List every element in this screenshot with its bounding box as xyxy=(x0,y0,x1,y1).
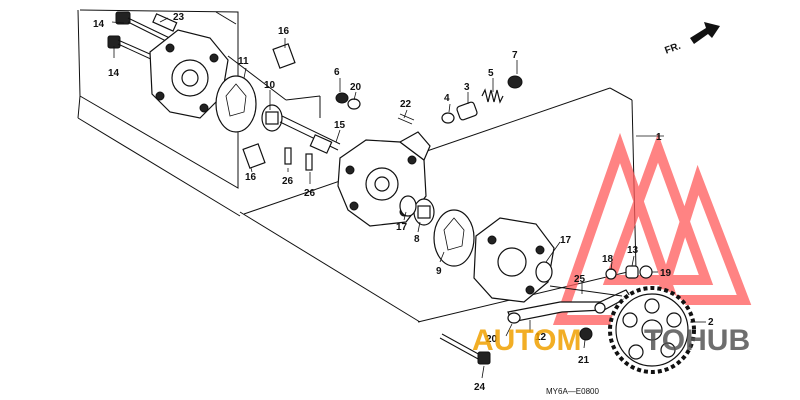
inner-rotor xyxy=(261,104,283,132)
thrust-washer-right xyxy=(535,261,553,283)
washer-20-lower xyxy=(507,312,521,324)
direction-arrow-icon xyxy=(690,22,720,44)
leader-lines xyxy=(111,17,706,379)
o-ring-19 xyxy=(639,265,653,279)
inner-rotor-right xyxy=(413,198,435,226)
callout-26-left: 26 xyxy=(282,176,294,187)
callout-14-lower: 14 xyxy=(108,68,120,79)
callout-2: 2 xyxy=(708,317,714,328)
plug-bolt xyxy=(335,92,349,104)
callout-7: 7 xyxy=(512,50,518,61)
watermark-text-right: TOHUB xyxy=(644,324,750,357)
callout-12: 12 xyxy=(535,332,547,343)
callout-23: 23 xyxy=(173,12,185,23)
washer-upper xyxy=(347,98,361,110)
callout-26-right: 26 xyxy=(304,188,316,199)
relief-valve-piston xyxy=(456,101,478,121)
callout-10: 10 xyxy=(264,80,276,91)
callout-17-left: 17 xyxy=(396,222,408,233)
callout-9: 9 xyxy=(436,266,442,277)
diagram-code: MY6A—E0800 xyxy=(546,387,599,396)
callout-16-upper: 16 xyxy=(278,26,290,37)
relief-o-ring xyxy=(441,112,455,124)
callout-17-right: 17 xyxy=(560,235,572,246)
callout-20-upper: 20 xyxy=(350,82,362,93)
callout-13: 13 xyxy=(627,245,639,256)
pump-cover-right xyxy=(473,217,555,303)
pin-left xyxy=(284,147,292,165)
callout-1: 1 xyxy=(656,132,662,143)
callout-20-lower: 20 xyxy=(486,334,498,345)
callout-labels: 14 14 23 16 11 10 6 20 22 4 3 5 7 15 1 1… xyxy=(93,12,714,393)
dowel-collar-lower xyxy=(242,143,266,169)
callout-22: 22 xyxy=(400,99,412,110)
pump-shaft xyxy=(279,115,341,154)
long-bolt xyxy=(439,333,491,365)
sprocket-bolt xyxy=(579,327,593,341)
front-direction-indicator: FR. xyxy=(663,22,720,57)
drive-sprocket xyxy=(608,286,696,374)
pin-right xyxy=(305,153,313,171)
direction-label: FR. xyxy=(663,41,682,57)
thrust-washer-left xyxy=(399,195,417,217)
callout-18: 18 xyxy=(602,254,614,265)
callout-4: 4 xyxy=(444,93,450,104)
relief-valve-parts xyxy=(335,75,523,125)
washer-18 xyxy=(605,268,617,280)
callout-15: 15 xyxy=(334,120,346,131)
callout-16-lower: 16 xyxy=(245,172,257,183)
dowel-collar-upper xyxy=(272,43,296,69)
callout-25: 25 xyxy=(574,274,586,285)
watermark-text-left: AUTOM xyxy=(472,324,581,357)
callout-3: 3 xyxy=(464,82,470,93)
callout-11: 11 xyxy=(238,56,249,67)
callout-8-lower: 8 xyxy=(414,234,420,245)
outer-rotor xyxy=(215,75,257,133)
relief-valve-cap xyxy=(507,75,523,89)
relief-spring xyxy=(481,88,504,104)
callout-6: 6 xyxy=(334,67,340,78)
pump-cover xyxy=(149,29,229,119)
callout-5: 5 xyxy=(488,68,494,79)
callout-14-upper: 14 xyxy=(93,19,105,30)
outer-rotor-right xyxy=(433,209,475,267)
callout-24: 24 xyxy=(474,382,486,393)
callout-21: 21 xyxy=(578,355,590,366)
watermark-text: AUTOM TOHUB xyxy=(472,324,750,357)
cotter-pin xyxy=(397,113,415,125)
chain-guide xyxy=(507,285,631,323)
collar-13 xyxy=(625,265,639,279)
callout-19: 19 xyxy=(660,268,672,279)
